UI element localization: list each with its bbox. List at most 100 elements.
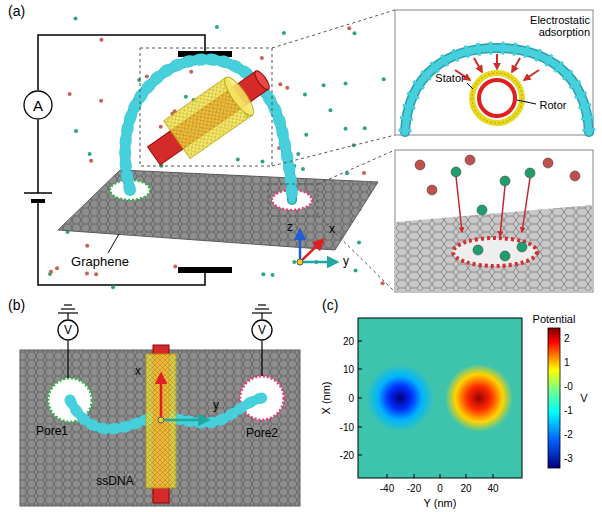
meter-letter: V <box>251 319 273 341</box>
pore <box>453 238 537 266</box>
cation <box>427 185 437 195</box>
zoom-line <box>272 10 395 48</box>
ion-dot <box>88 152 92 156</box>
meter-letter: V <box>57 319 79 341</box>
wire <box>67 313 68 319</box>
axis-title: Y (nm) <box>424 497 457 509</box>
anion <box>500 251 510 261</box>
adsorption-arrow <box>474 58 482 72</box>
meter-circle <box>24 91 52 119</box>
axis-label: y <box>213 399 219 412</box>
tick <box>414 474 415 478</box>
ion-dot <box>261 160 265 164</box>
x-axis <box>160 374 163 420</box>
cation <box>415 160 425 170</box>
ion-dot <box>382 77 386 81</box>
graphene-sheet <box>58 170 378 250</box>
zoom-box <box>140 10 395 292</box>
wire <box>261 313 262 319</box>
anion <box>525 168 535 178</box>
tick-label: -10 <box>340 422 354 433</box>
leader-line <box>467 83 473 89</box>
map-background <box>358 318 522 478</box>
axis-label: z <box>287 221 293 234</box>
tick <box>440 474 441 478</box>
tick <box>358 455 362 456</box>
ticks <box>358 341 493 478</box>
rotor-ring <box>479 80 515 116</box>
tick <box>466 474 467 478</box>
x-axis <box>300 240 323 262</box>
ion-dot <box>85 244 89 248</box>
electrode-plate <box>178 267 232 273</box>
ion-dot <box>344 127 348 131</box>
stator-ring <box>472 73 522 123</box>
axes <box>158 374 208 423</box>
cation <box>570 171 580 181</box>
rotor-tube <box>148 71 269 165</box>
part-label: V <box>580 392 587 404</box>
tick-label: 20 <box>460 483 471 494</box>
anion <box>477 205 487 215</box>
stator-end <box>220 73 258 119</box>
tick-label: 2 <box>564 333 570 344</box>
tick <box>358 427 362 428</box>
ions <box>48 16 386 289</box>
ion-dot <box>261 272 265 276</box>
tick-label: -3 <box>564 453 573 464</box>
leader-line <box>517 100 536 104</box>
meter-symbol: V <box>251 319 273 341</box>
ground-symbol <box>64 304 72 305</box>
ion-dot <box>381 281 385 285</box>
ion-arrow <box>522 178 530 232</box>
tick-label: -40 <box>380 483 394 494</box>
cation <box>543 158 553 168</box>
zoom-line <box>318 150 395 184</box>
battery-symbol <box>24 192 52 194</box>
y-axis <box>161 419 208 422</box>
ion-dot <box>94 272 98 276</box>
meter-letter: A <box>23 90 53 120</box>
inset-frame <box>395 10 593 135</box>
ion-dot <box>282 31 286 35</box>
inset-rotor <box>395 10 593 135</box>
negative-blob <box>366 364 434 432</box>
adsorption-arrow <box>524 70 539 80</box>
adsorption-arrow <box>512 58 520 72</box>
panel-label: (b) <box>8 298 25 313</box>
adsorption-arrow <box>496 54 498 69</box>
ground-symbol <box>61 308 75 309</box>
tick <box>358 398 362 399</box>
tick-label: 10 <box>343 364 354 375</box>
part-label: Potential <box>533 313 576 325</box>
tick-label: 0 <box>348 393 354 404</box>
zoom-line <box>318 216 395 292</box>
ion-dot <box>137 78 141 82</box>
graphene-sheet <box>396 205 592 291</box>
zoom-box <box>268 184 318 216</box>
part-label: Pore2 <box>246 427 278 440</box>
ion-dot <box>353 31 357 35</box>
axis-title: X (nm) <box>320 382 332 415</box>
ssdna-strand <box>405 48 589 132</box>
ground-symbol <box>252 312 272 313</box>
meter-circle <box>58 320 78 340</box>
ion-dot <box>363 126 367 130</box>
ion-dot <box>145 75 149 79</box>
part-label: Rotor <box>540 99 567 111</box>
ion-dot <box>328 108 332 112</box>
meter-symbol: V <box>57 319 79 341</box>
origin <box>158 417 164 423</box>
ion-dot <box>278 82 282 86</box>
ssdna-bases <box>405 48 589 132</box>
tick <box>358 369 362 370</box>
inset-frame <box>395 150 593 292</box>
ground-symbol <box>258 304 266 305</box>
ion-dot <box>354 269 358 273</box>
tick-label: -20 <box>340 450 354 461</box>
ssdna-strand <box>405 48 589 132</box>
wire <box>37 120 39 193</box>
tick-label: -2 <box>564 429 573 440</box>
